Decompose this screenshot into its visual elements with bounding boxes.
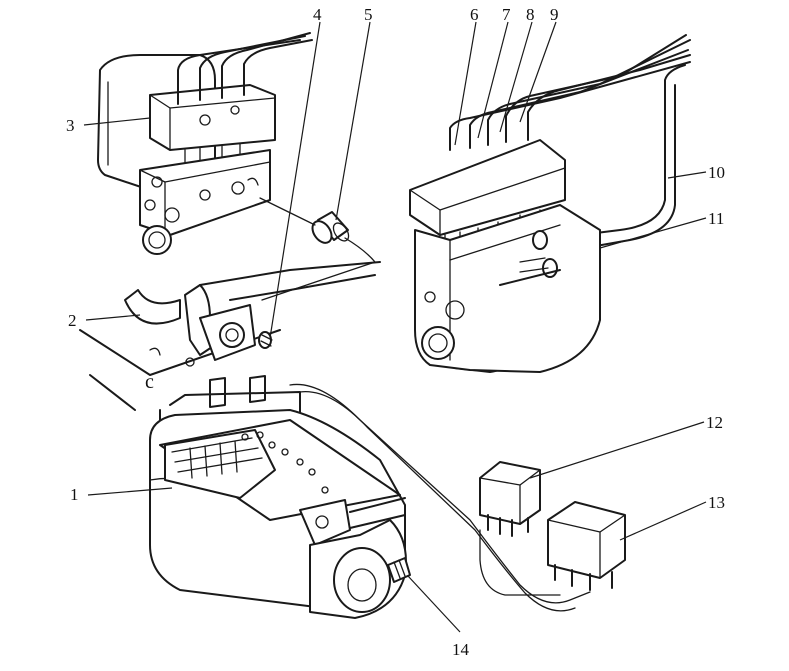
label-12: 12	[706, 413, 723, 432]
label-11: 11	[708, 209, 724, 228]
label-10: 10	[708, 163, 725, 182]
wiring-harness	[289, 383, 591, 604]
svg-text:c: c	[145, 371, 154, 393]
label-1: 1	[70, 485, 79, 504]
hydraulic-modulator-with-lines-icon	[409, 34, 691, 373]
label-7: 7	[502, 5, 511, 24]
label-14: 14	[452, 640, 470, 659]
label-13: 13	[708, 493, 725, 512]
pump-motor-unit-icon	[149, 375, 411, 619]
hydraulic-modulator-icon	[97, 32, 313, 255]
label-8: 8	[526, 5, 535, 24]
label-3: 3	[66, 116, 75, 135]
relay-icon	[547, 501, 626, 591]
mounting-bracket-icon: c	[79, 261, 381, 411]
label-9: 9	[550, 5, 559, 24]
label-4: 4	[313, 5, 322, 24]
label-2: 2	[68, 311, 77, 330]
label-5: 5	[364, 5, 373, 24]
label-6: 6	[470, 5, 479, 24]
relay-icon	[479, 461, 541, 537]
